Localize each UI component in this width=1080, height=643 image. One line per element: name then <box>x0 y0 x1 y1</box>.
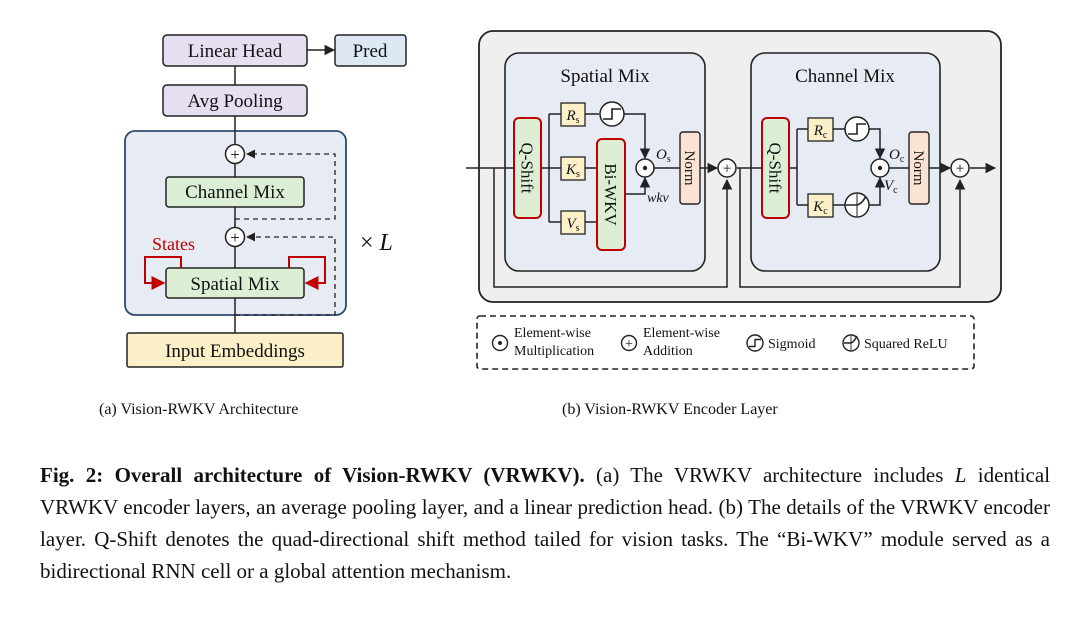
panel-a-caption: (a) Vision-RWKV Architecture <box>99 401 299 418</box>
states-loop-left <box>144 256 182 290</box>
spatial-mix-label: Spatial Mix <box>190 274 280 295</box>
svg-text:+: + <box>230 145 240 164</box>
channel-mix-box <box>165 176 305 208</box>
panel-b-caption: (b) Vision-RWKV Encoder Layer <box>562 401 778 418</box>
legend-box <box>476 315 975 370</box>
caption-text: identical VRWKV encoder layers, an avera… <box>40 463 1051 583</box>
input-embeddings-box <box>126 332 344 368</box>
svg-text:+: + <box>955 161 964 178</box>
svg-text:+: + <box>625 337 633 352</box>
wkv-label: wkv <box>647 191 670 206</box>
residual-connection <box>235 149 336 220</box>
linear-head-label: Linear Head <box>188 41 283 62</box>
avg-pooling-label: Avg Pooling <box>187 91 283 112</box>
svg-text:Kc: Kc <box>812 199 828 217</box>
addition-node <box>717 158 737 178</box>
caption-text: (a) The VRWKV architecture includes <box>596 463 944 487</box>
figure-title: Overall architecture of Vision-RWKV (VRW… <box>114 463 585 487</box>
svg-text:+: + <box>230 228 240 247</box>
svg-text:+: + <box>722 161 731 178</box>
addition-node <box>224 226 246 248</box>
repeat-multiplier: ×L <box>360 230 393 256</box>
o-c-label: Oc <box>889 147 905 165</box>
residual-connection <box>493 168 733 288</box>
svg-text:Q-Shift: Q-Shift <box>766 143 785 194</box>
o-s-label: Os <box>656 147 671 165</box>
svg-text:Norm: Norm <box>681 151 697 186</box>
svg-text:Rs: Rs <box>565 108 579 126</box>
input-embeddings-label: Input Embeddings <box>165 341 305 362</box>
svg-text:Multiplication: Multiplication <box>514 344 594 359</box>
svg-text:Squared ReLU: Squared ReLU <box>864 337 948 352</box>
svg-text:Vs: Vs <box>566 216 579 234</box>
spatial-mix-box <box>165 267 305 299</box>
legend: Element-wise Multiplication + Element-wi… <box>476 315 975 370</box>
panel-a: Linear Head Pred Avg Pooling + Channel M… <box>124 34 407 368</box>
addition-icon <box>620 334 638 352</box>
svg-text:Addition: Addition <box>643 344 693 359</box>
svg-text:Q-Shift: Q-Shift <box>518 143 537 194</box>
v-c-label: Vc <box>884 178 898 196</box>
addition-node <box>950 158 970 178</box>
residual-connection <box>235 232 336 316</box>
norm-spatial <box>679 131 701 205</box>
states-loop-right <box>288 256 326 290</box>
figure-label: Fig. 2: <box>40 463 104 487</box>
svg-text:Element-wise: Element-wise <box>643 326 720 341</box>
svg-text:Sigmoid: Sigmoid <box>768 337 815 352</box>
svg-text:Element-wise: Element-wise <box>514 326 591 341</box>
svg-text:Rc: Rc <box>813 123 828 141</box>
figure-caption: Fig. 2: Overall architecture of Vision-R… <box>40 459 1050 587</box>
caption-variable: L <box>954 463 967 487</box>
spatial-mix-title: Spatial Mix <box>560 66 650 87</box>
states-label: States <box>152 234 195 254</box>
channel-mix-title: Channel Mix <box>795 66 895 87</box>
addition-node <box>224 143 246 165</box>
pred-box <box>334 34 407 67</box>
architecture-diagram: Linear Head Pred Avg Pooling + Channel M… <box>124 30 1002 370</box>
panel-b: Spatial Mix Channel Mix Q-Shift Rs Ks Vs <box>466 30 1002 303</box>
pred-label: Pred <box>353 41 388 62</box>
channel-mix-panel <box>750 52 941 272</box>
svg-text:Bi-WKV: Bi-WKV <box>601 163 620 226</box>
svg-text:Ks: Ks <box>565 162 580 180</box>
channel-mix-label: Channel Mix <box>185 182 285 203</box>
residual-connection <box>739 168 966 288</box>
svg-text:Norm: Norm <box>910 151 926 186</box>
norm-channel <box>908 131 930 205</box>
